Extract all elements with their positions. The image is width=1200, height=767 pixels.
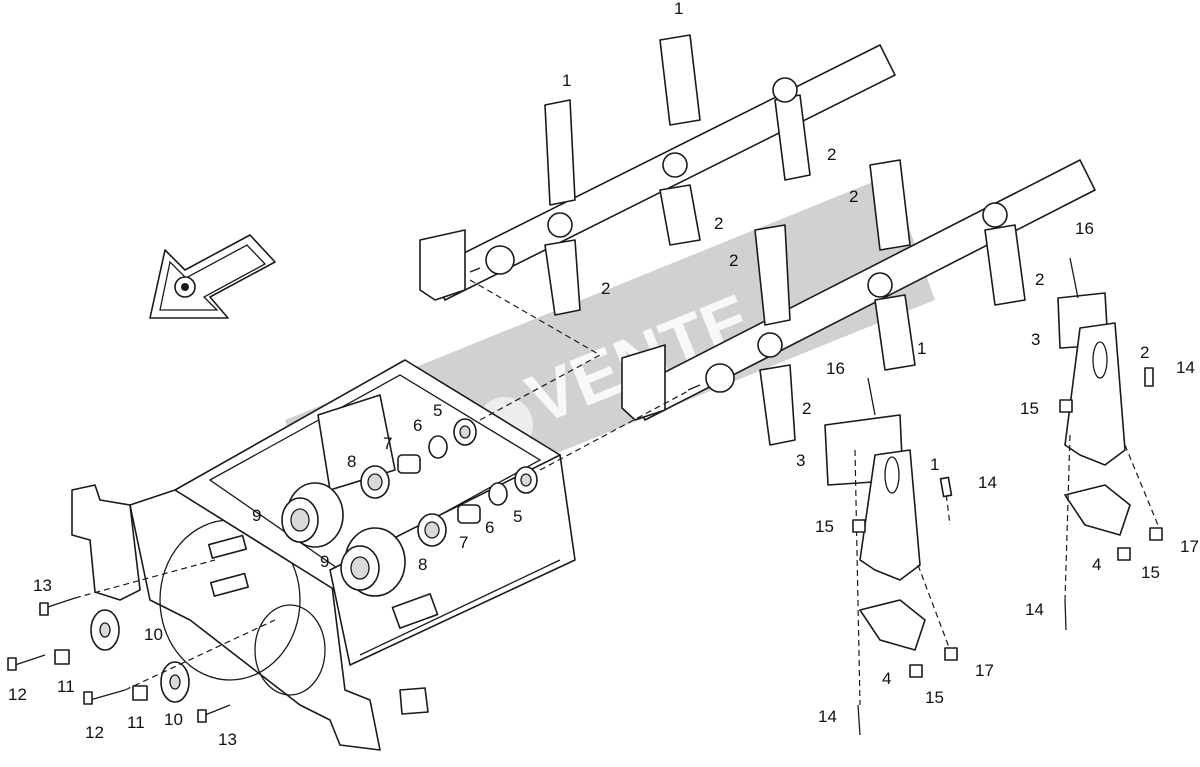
callout-1: 1 (562, 71, 571, 90)
callout-16: 16 (1075, 219, 1094, 238)
callout-5: 5 (433, 401, 442, 420)
callout-7: 7 (459, 533, 468, 552)
callout-2: 2 (802, 399, 811, 418)
callout-1: 1 (930, 455, 939, 474)
tine-assembly-center (824, 377, 958, 736)
callout-9: 9 (252, 506, 261, 525)
callout-1: 1 (674, 0, 683, 18)
rotor-shaft-lower (621, 159, 1096, 446)
callout-13: 13 (218, 730, 237, 749)
callout-11: 11 (57, 677, 75, 696)
bolts-left (7, 559, 276, 723)
tine-assembly-right (1057, 257, 1163, 631)
callout-11: 11 (127, 713, 145, 732)
callout-3: 3 (1031, 330, 1040, 349)
callout-14: 14 (1025, 600, 1044, 619)
callout-4: 4 (1092, 555, 1101, 574)
callout-15: 15 (1141, 563, 1160, 582)
callout-labels: 1 1 1 1 2 2 2 2 2 2 2 2 3 3 4 4 5 5 6 6 … (8, 0, 1199, 749)
direction-arrow-icon (149, 234, 276, 319)
callout-12: 12 (8, 685, 27, 704)
callout-2: 2 (1035, 270, 1044, 289)
callout-6: 6 (413, 416, 422, 435)
callout-3: 3 (796, 451, 805, 470)
callout-2: 2 (714, 214, 723, 233)
callout-15: 15 (925, 688, 944, 707)
callout-14: 14 (818, 707, 837, 726)
callout-8: 8 (347, 452, 356, 471)
callout-8: 8 (418, 555, 427, 574)
callout-1: 1 (917, 339, 926, 358)
flange-lower (160, 661, 190, 703)
callout-13: 13 (33, 576, 52, 595)
callout-9: 9 (320, 552, 329, 571)
callout-2: 2 (729, 251, 738, 270)
callout-2: 2 (601, 279, 610, 298)
callout-14: 14 (1176, 358, 1195, 377)
callout-6: 6 (485, 518, 494, 537)
callout-15: 15 (1020, 399, 1039, 418)
callout-4: 4 (882, 669, 891, 688)
callout-12: 12 (85, 723, 104, 742)
callout-17: 17 (1180, 537, 1199, 556)
callout-2: 2 (1140, 343, 1149, 362)
callout-10: 10 (164, 710, 183, 729)
callout-2: 2 (849, 187, 858, 206)
callout-2: 2 (827, 145, 836, 164)
hub-assembly-lower (340, 466, 538, 597)
callout-14: 14 (978, 473, 997, 492)
callout-17: 17 (975, 661, 994, 680)
hub-assembly-upper (281, 418, 477, 548)
callout-15: 15 (815, 517, 834, 536)
callout-16: 16 (826, 359, 845, 378)
callout-5: 5 (513, 507, 522, 526)
rotor-shaft-upper (419, 34, 896, 316)
flange-upper (90, 609, 120, 651)
callout-7: 7 (383, 434, 392, 453)
callout-10: 10 (144, 625, 163, 644)
